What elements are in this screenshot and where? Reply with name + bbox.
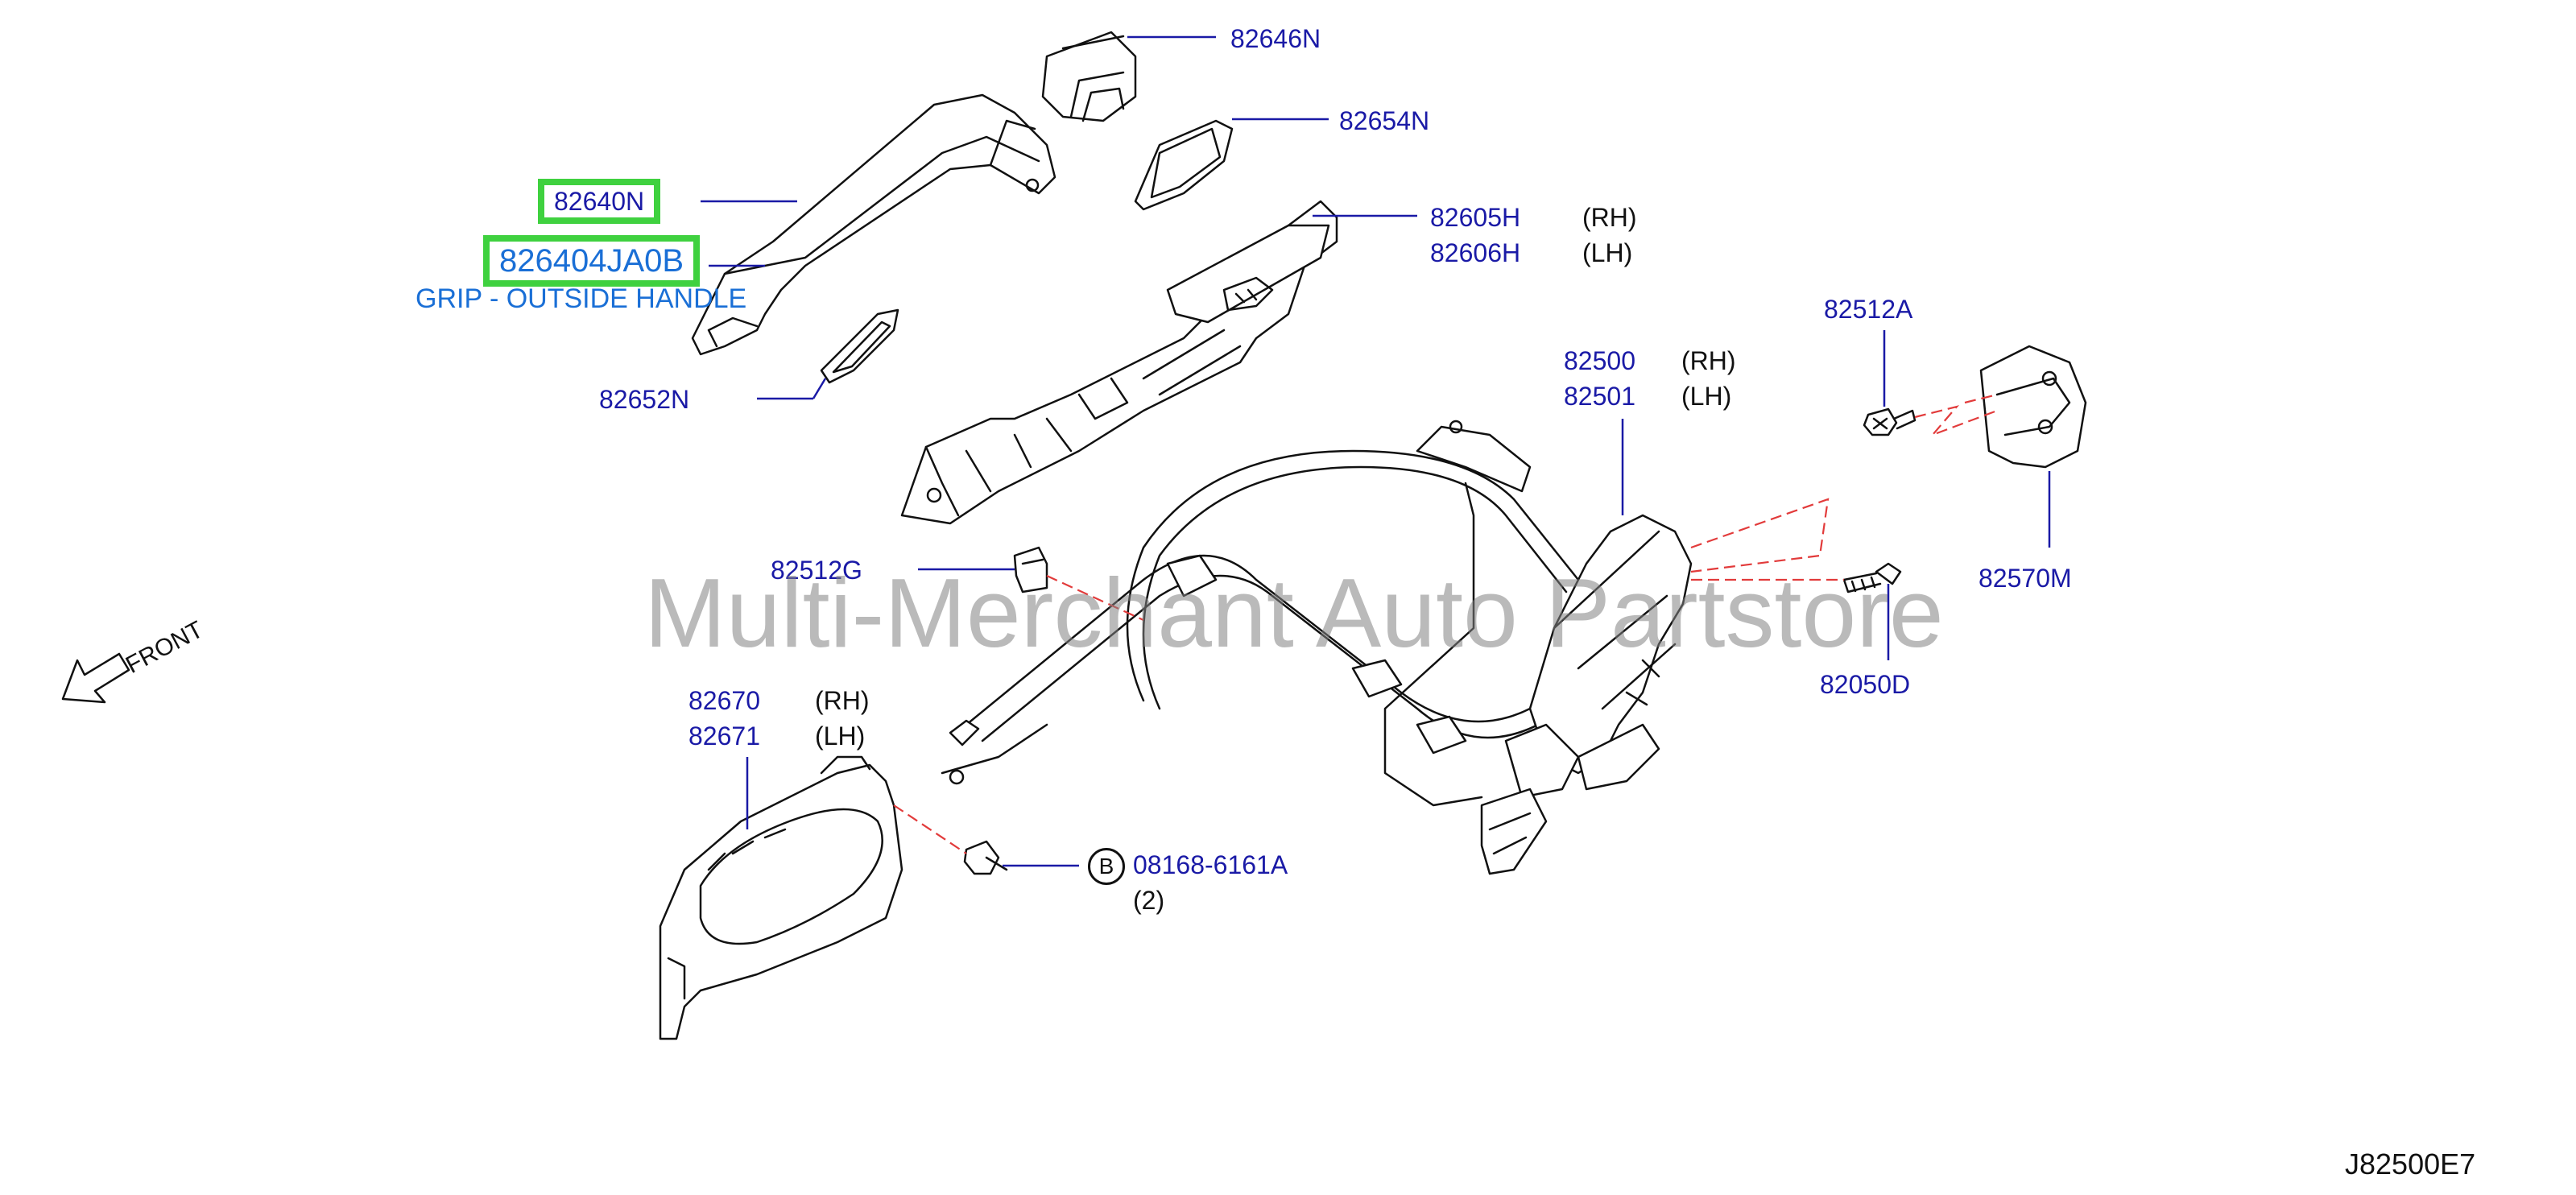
label-82654N[interactable]: 82654N: [1339, 106, 1430, 135]
label-82605H-rh: (RH): [1582, 203, 1637, 232]
watermark: Multi-Merchant Auto Partstore: [644, 558, 1944, 668]
label-82050D[interactable]: 82050D: [1820, 670, 1911, 699]
label-82501-lh: (LH): [1681, 382, 1732, 411]
label-82652N[interactable]: 82652N: [599, 385, 690, 414]
inside-handle: [659, 755, 903, 1040]
leader-lines: [701, 35, 2051, 867]
label-82640N[interactable]: 82640N: [538, 179, 661, 224]
label-82670[interactable]: 82670: [688, 686, 760, 715]
assembly-dashes: [893, 393, 1998, 854]
label-82512A[interactable]: 82512A: [1824, 295, 1913, 324]
label-82671-lh: (LH): [815, 722, 866, 750]
outside-handle: [691, 93, 1056, 356]
label-82512G[interactable]: 82512G: [771, 556, 862, 585]
label-82606H[interactable]: 82606H: [1430, 238, 1521, 267]
gasket-82652N: [820, 308, 899, 384]
callout-b-icon: B: [1088, 848, 1125, 885]
striker-82570M: [1979, 345, 2087, 469]
door-lock-actuator: [1480, 514, 1693, 875]
label-82570M[interactable]: 82570M: [1979, 564, 2072, 593]
label-82671[interactable]: 82671: [688, 722, 760, 750]
label-82670-rh: (RH): [815, 686, 870, 715]
label-82500[interactable]: 82500: [1564, 346, 1635, 375]
label-826404JA0B[interactable]: 826404JA0B: [483, 235, 701, 287]
label-grip-outside-handle: GRIP - OUTSIDE HANDLE: [416, 283, 747, 314]
label-08168-6161A[interactable]: 08168-6161A: [1133, 850, 1288, 879]
gasket-82654N: [1134, 119, 1234, 211]
bolt-08168: [963, 840, 1008, 875]
handle-bracket: [900, 200, 1338, 525]
label-82500-rh: (RH): [1681, 346, 1736, 375]
cap-82646N: [1041, 31, 1137, 122]
screw-82050D: [1842, 562, 1902, 593]
label-82606H-lh: (LH): [1582, 238, 1633, 267]
cable-assembly: [941, 420, 1612, 807]
screw-82512A: [1863, 407, 1916, 436]
label-82646N[interactable]: 82646N: [1230, 24, 1321, 53]
label-82501[interactable]: 82501: [1564, 382, 1635, 411]
clip-82512G: [1013, 546, 1048, 593]
diagram-code: J82500E7: [2345, 1147, 2476, 1181]
label-82605H[interactable]: 82605H: [1430, 203, 1521, 232]
front-arrow-icon: [61, 652, 130, 704]
label-08168-qty: (2): [1133, 886, 1165, 915]
